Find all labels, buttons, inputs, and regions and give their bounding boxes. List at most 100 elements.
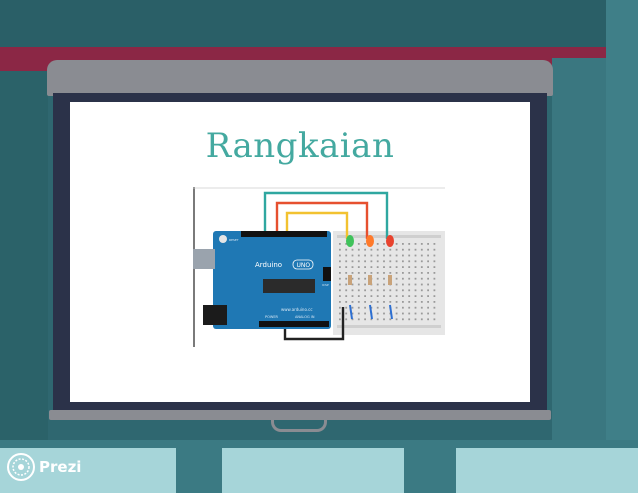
breadboard-hole (383, 272, 385, 274)
breadboard-hole (370, 248, 373, 251)
breadboard-hole (414, 295, 417, 297)
breadboard-hole (345, 312, 348, 315)
breadboard-hole (395, 266, 398, 268)
floor-panel (456, 448, 638, 493)
breadboard-hole (376, 318, 379, 321)
breadboard-hole (408, 266, 411, 268)
breadboard-hole (414, 318, 417, 321)
reset-button (219, 235, 227, 243)
breadboard-hole (351, 254, 354, 257)
breadboard-hole (420, 248, 423, 251)
breadboard-hole (433, 283, 436, 286)
breadboard-hole (357, 283, 360, 286)
breadboard-hole (364, 260, 366, 263)
board-site: www.arduino.cc (281, 307, 313, 312)
breadboard-hole (420, 266, 423, 268)
breadboard-hole (345, 301, 348, 303)
breadboard-hole (339, 295, 341, 297)
breadboard-hole (420, 312, 423, 315)
breadboard-hole (408, 283, 411, 286)
projector-screen-handle[interactable] (271, 418, 327, 432)
breadboard-hole (357, 260, 360, 263)
breadboard-hole (395, 254, 398, 257)
breadboard-hole (351, 277, 354, 280)
breadboard-hole (433, 243, 436, 245)
breadboard-hole (395, 306, 398, 309)
microcontroller-chip (263, 279, 315, 293)
breadboard-hole (383, 243, 385, 245)
breadboard-hole (376, 283, 379, 286)
breadboard-hole (420, 283, 423, 286)
board-label: Arduino (255, 261, 282, 269)
breadboard-hole (339, 289, 341, 292)
breadboard-hole (427, 283, 429, 286)
breadboard-hole (339, 260, 341, 263)
breadboard-hole (383, 254, 385, 257)
breadboard-hole (420, 289, 423, 292)
breadboard-hole (427, 272, 429, 274)
breadboard-hole (357, 272, 360, 274)
breadboard-hole (345, 260, 348, 263)
breadboard-hole (351, 306, 354, 309)
breadboard-hole (427, 254, 429, 257)
resistors (348, 275, 392, 285)
breadboard-hole (364, 312, 366, 315)
breadboard-hole (433, 289, 436, 292)
breadboard-hole (345, 243, 348, 245)
breadboard-hole (433, 248, 436, 251)
breadboard-hole (427, 248, 429, 251)
breadboard-hole (408, 301, 411, 303)
board-icsp-label: ICSP (322, 283, 329, 287)
breadboard-hole (414, 277, 417, 280)
breadboard-hole (402, 277, 404, 280)
slide-canvas[interactable]: Rangkaian (70, 102, 530, 402)
breadboard-hole (414, 254, 417, 257)
wall-left (0, 71, 48, 451)
breadboard-hole (383, 248, 385, 251)
breadboard-hole (433, 295, 436, 297)
breadboard-hole (414, 248, 417, 251)
prezi-logo[interactable]: Prezi (6, 452, 81, 482)
floor-panel (0, 448, 176, 493)
breadboard-hole (389, 272, 392, 274)
projector-screen-bar (49, 410, 551, 420)
breadboard-hole (339, 248, 341, 251)
breadboard-hole (370, 266, 373, 268)
breadboard-hole (389, 295, 392, 297)
breadboard-hole (339, 318, 341, 321)
board-model-badge (292, 259, 314, 270)
breadboard-hole (376, 277, 379, 280)
breadboard-hole (427, 277, 429, 280)
led-green (346, 235, 354, 247)
breadboard-hole (364, 248, 366, 251)
breadboard-hole (351, 260, 354, 263)
breadboard-hole (339, 266, 341, 268)
breadboard-hole (389, 254, 392, 257)
breadboard-hole (402, 301, 404, 303)
breadboard-hole (383, 289, 385, 292)
breadboard-hole (433, 318, 436, 321)
breadboard-hole (357, 243, 360, 245)
breadboard-hole (402, 272, 404, 274)
breadboard-hole (402, 289, 404, 292)
breadboard-hole (433, 254, 436, 257)
breadboard-hole (408, 289, 411, 292)
breadboard-hole (345, 283, 348, 286)
breadboard-hole (395, 272, 398, 274)
resistor (348, 275, 352, 285)
breadboard-hole (408, 272, 411, 274)
breadboard-hole (351, 266, 354, 268)
breadboard-hole (414, 243, 417, 245)
breadboard-hole (427, 260, 429, 263)
breadboard-hole (339, 254, 341, 257)
breadboard-hole (339, 283, 341, 286)
breadboard-hole (364, 283, 366, 286)
breadboard-hole (357, 295, 360, 297)
breadboard-hole (339, 277, 341, 280)
breadboard-hole (402, 260, 404, 263)
board-model: UNO (297, 262, 311, 269)
breadboard-hole (376, 312, 379, 315)
breadboard-hole (370, 295, 373, 297)
wire-red (275, 201, 369, 239)
resistor (368, 275, 372, 285)
